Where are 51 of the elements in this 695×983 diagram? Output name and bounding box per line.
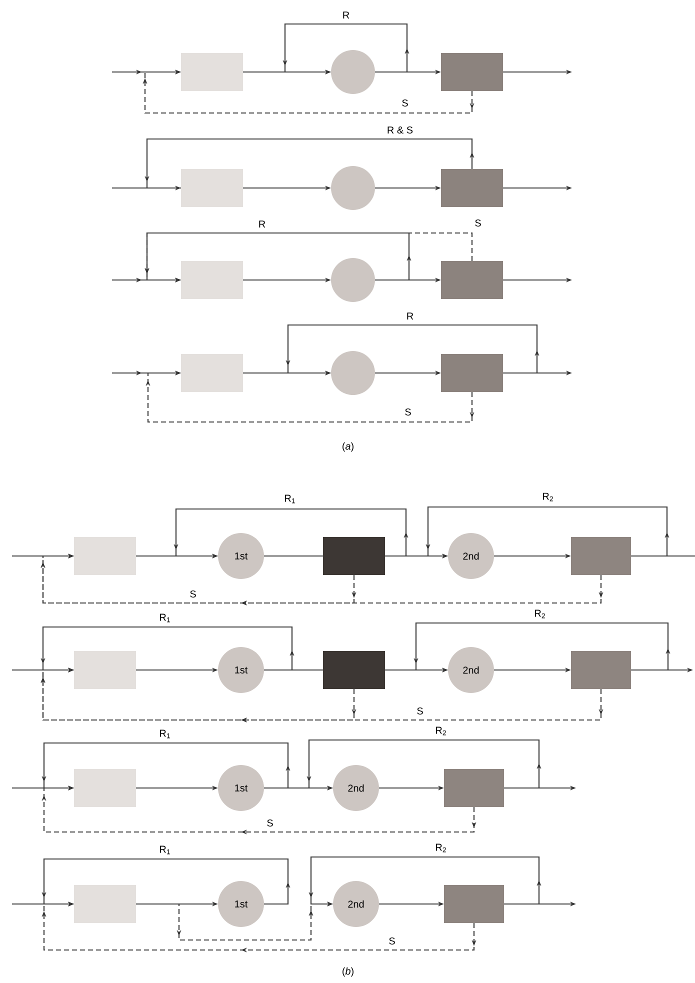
process-box [74,769,136,807]
panel-label: (b) [342,967,354,977]
process-circle [331,50,375,94]
process-box [181,354,243,392]
edge-label: S [388,936,396,946]
edge-label: R$_{1}$ [158,844,172,856]
edge-label: R$_{2}$ [434,726,448,736]
process-box [323,651,385,689]
process-box [571,537,631,575]
edge-label: S [404,407,412,417]
edge-label: R [257,220,267,228]
process-box [441,53,503,91]
line [112,187,181,189]
edge-label: S [266,818,274,828]
process-box [571,651,631,689]
process-box [181,261,243,299]
process-box [74,537,136,575]
edge-label: R [405,312,415,320]
edge-label: R$_{1}$ [158,612,172,624]
process-box [181,169,243,207]
dashed-arrow [40,668,604,722]
edge-label: R$_{2}$ [541,492,555,502]
edge-label: S [474,218,482,228]
process-circle [331,166,375,210]
process-circle [331,258,375,302]
edge-label: R & S [386,125,414,135]
process-circle [331,351,375,395]
edge-label: R$_{2}$ [434,842,448,854]
dashed-arrow [146,370,474,423]
line [264,555,323,557]
edge-label: R$_{1}$ [158,728,172,740]
process-box [444,885,504,923]
panel-label: (a) [342,442,354,452]
dashed-arrow [42,902,476,952]
edge-label: R$_{1}$ [283,494,297,504]
process-box [74,651,136,689]
process-box [441,261,503,299]
process-box [323,537,385,575]
dashed-arrow [42,786,476,834]
dashed-arrow [40,554,604,606]
edge-label: S [400,98,410,108]
process-box [441,169,503,207]
dashed-arrow [142,70,474,114]
edge-label: R$_{2}$ [533,608,547,620]
process-box [181,53,243,91]
process-box [444,769,504,807]
edge-label: S [188,589,198,599]
process-box [441,354,503,392]
edge-label: R [341,10,351,20]
process-box [74,885,136,923]
edge-label: S [416,706,424,716]
